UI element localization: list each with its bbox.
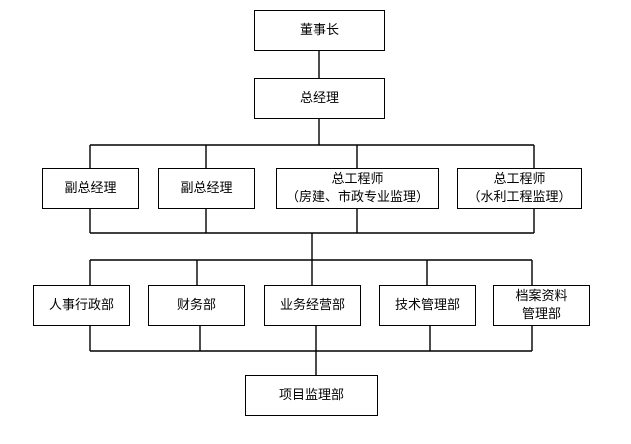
node-hr-admin-dept-label: 人事行政部 (48, 297, 114, 313)
node-chairman-label: 董事长 (299, 22, 339, 38)
node-tech-mgmt-dept: 技术管理部 (379, 285, 476, 326)
node-deputy-gm-2: 副总经理 (158, 168, 255, 209)
node-chief-engineer-2: 总工程师 （水利工程监理） (457, 168, 582, 209)
node-business-dept-label: 业务经营部 (279, 297, 345, 313)
node-chief-engineer-2-scope: （水利工程监理） (467, 189, 572, 205)
node-chairman: 董事长 (254, 10, 385, 51)
node-project-supervision: 项目监理部 (245, 375, 378, 416)
node-project-supervision-label: 项目监理部 (278, 387, 344, 403)
node-archives-dept: 档案资料 管理部 (493, 285, 590, 326)
node-general-manager: 总经理 (254, 78, 385, 119)
node-chief-engineer-1: 总工程师 （房建、市政专业监理） (276, 168, 439, 209)
node-business-dept: 业务经营部 (264, 285, 361, 326)
node-chief-engineer-1-scope: （房建、市政专业监理） (285, 189, 429, 205)
node-deputy-gm-1: 副总经理 (42, 168, 139, 209)
node-general-manager-label: 总经理 (299, 90, 339, 106)
node-archives-dept-line1: 档案资料 (515, 288, 568, 304)
node-tech-mgmt-dept-label: 技术管理部 (394, 297, 460, 313)
node-deputy-gm-1-label: 副总经理 (64, 180, 117, 196)
node-finance-dept-label: 财务部 (176, 297, 216, 313)
node-finance-dept: 财务部 (148, 285, 245, 326)
node-hr-admin-dept: 人事行政部 (33, 285, 130, 326)
node-chief-engineer-2-title: 总工程师 (493, 171, 546, 187)
node-deputy-gm-2-label: 副总经理 (180, 180, 233, 196)
node-archives-dept-line2: 管理部 (521, 306, 561, 322)
node-chief-engineer-1-title: 总工程师 (331, 171, 384, 187)
